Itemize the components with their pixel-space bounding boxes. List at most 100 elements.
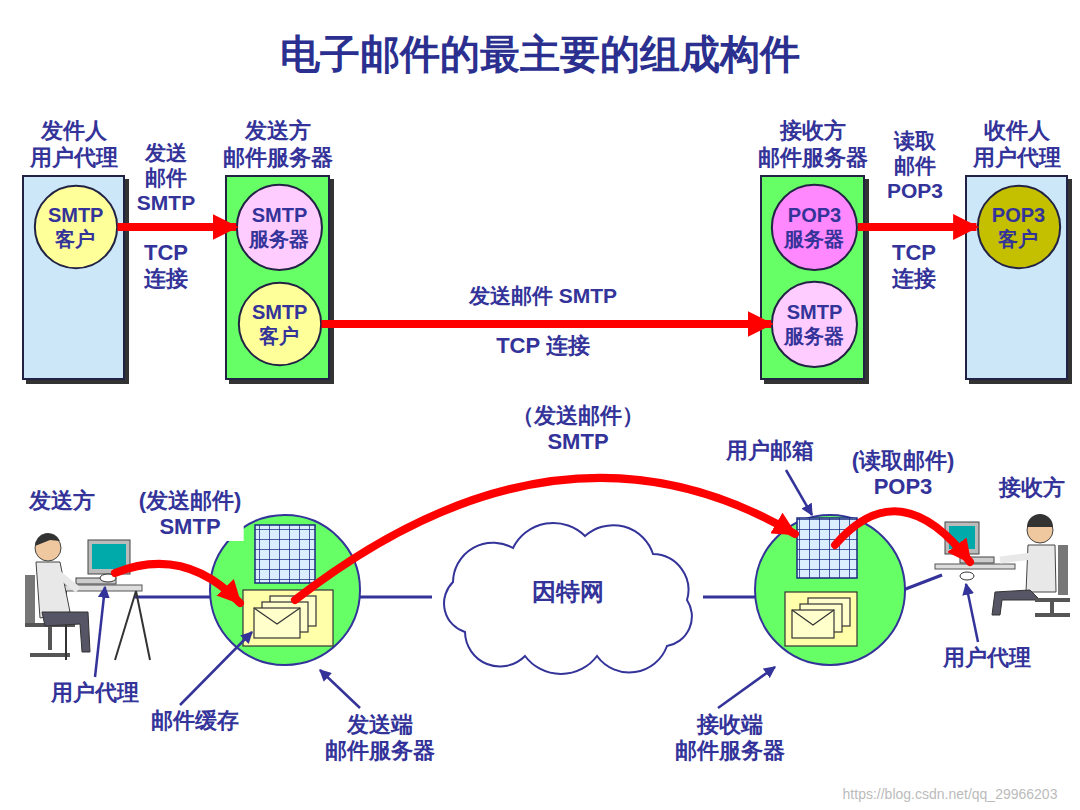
circle-outline <box>236 184 323 271</box>
leader-line <box>966 584 978 642</box>
annotation-label: 接收端 邮件服务器 <box>673 712 787 765</box>
mail-cache <box>254 608 300 638</box>
label-holder: 邮件缓存 <box>149 708 241 734</box>
leader-line <box>95 587 105 677</box>
circle-outline <box>238 282 322 366</box>
box-heading-holder: 发送方 邮件服务器 <box>223 118 333 171</box>
network-line <box>135 596 212 599</box>
label-holder: 用户代理 <box>941 645 1033 671</box>
label-holder: (发送邮件) SMTP <box>137 488 244 541</box>
sender-person <box>56 572 78 590</box>
protocol-circle: POP3 客户 <box>977 185 1061 269</box>
annotation-label: 用户代理 <box>49 680 141 706</box>
receiver-person <box>1058 545 1068 595</box>
label-holder: 接收端 邮件服务器 <box>673 712 787 765</box>
cloud-label: 因特网 <box>532 578 604 607</box>
leader-line <box>95 470 978 708</box>
network-line <box>703 596 757 599</box>
annotation-label: TCP 连接 <box>142 240 190 293</box>
box-heading: 发送方 邮件服务器 <box>223 118 333 171</box>
label-holder: 接收方 <box>997 475 1067 501</box>
sender-person <box>25 575 35 623</box>
sender-person <box>35 533 60 546</box>
server-box: 收件人 用户代理POP3 客户 <box>965 175 1068 380</box>
edge-label: 发送邮件 SMTP <box>467 283 619 308</box>
box-heading: 收件人 用户代理 <box>973 118 1061 171</box>
mail-server <box>755 515 905 665</box>
annotation-label: （发送邮件） SMTP <box>510 403 646 456</box>
mail-cache <box>254 608 300 624</box>
server-box: 发送方 邮件服务器SMTP 服务器SMTP 客户 <box>225 175 330 380</box>
circle-outline <box>771 184 858 271</box>
protocol-circle: SMTP 服务器 <box>236 184 323 271</box>
label-holder: 发送方 <box>27 488 97 514</box>
sender-person <box>36 562 70 618</box>
watermark: https://blog.csdn.net/qq_29966203 <box>841 786 1060 803</box>
circle-outline <box>34 185 118 269</box>
title-holder: 电子邮件的最主要的组成构件 <box>280 30 800 78</box>
mail-transfer-arrow <box>118 223 237 231</box>
label-holder: 用户代理 <box>49 680 141 706</box>
circle-label: POP3 客户 <box>992 203 1045 251</box>
title: 电子邮件的最主要的组成构件 <box>280 30 800 78</box>
network-line <box>903 575 942 590</box>
label-holder: https://blog.csdn.net/qq_29966203 <box>841 786 1060 803</box>
circle-outline <box>34 186 116 268</box>
circle-outline <box>772 184 857 269</box>
leader-line <box>718 667 775 708</box>
receiver-person <box>1027 514 1053 527</box>
label-holder: (读取邮件) POP3 <box>850 448 957 501</box>
box-heading-holder: 收件人 用户代理 <box>973 118 1061 171</box>
sender-person <box>66 591 150 660</box>
circle-outline <box>771 281 858 368</box>
circle-label: POP3 服务器 <box>784 203 844 251</box>
sender-person <box>42 612 90 652</box>
circle-label: SMTP 服务器 <box>249 203 309 251</box>
annotation-label: 用户邮箱 <box>724 438 816 464</box>
mail-flow-arrow <box>835 511 970 562</box>
server-box: 发件人 用户代理SMTP 客户 <box>22 175 125 380</box>
label-holder: 发送端 邮件服务器 <box>323 712 437 765</box>
leader-line <box>320 670 360 708</box>
edge-label: 读取 邮件 POP3 <box>885 128 945 204</box>
cloud-outline <box>444 523 692 674</box>
protocol-circle: SMTP 客户 <box>238 282 322 366</box>
edge-label-holder: 读取 邮件 POP3 <box>885 128 945 204</box>
sender-person <box>25 625 75 655</box>
mail-cache <box>243 590 333 646</box>
circle-label: SMTP 客户 <box>252 300 307 348</box>
mail-transfer-arrow <box>322 320 772 328</box>
receiver-person <box>992 590 1040 615</box>
leader-line <box>786 470 812 515</box>
box-heading: 接收方 邮件服务器 <box>758 118 868 171</box>
circle-outline <box>238 283 320 365</box>
edge-label-holder: 发送邮件 SMTP <box>467 283 619 308</box>
annotation-label: 接收方 <box>997 475 1067 501</box>
mail-cache <box>785 592 857 646</box>
mail-cache <box>792 610 834 638</box>
edge-label: 发送 邮件 SMTP <box>135 140 197 216</box>
mail-transfer-arrow <box>858 223 977 231</box>
circle-label: SMTP 客户 <box>48 203 103 251</box>
receiver-person <box>935 514 1070 615</box>
label-holder: TCP 连接 <box>494 333 592 359</box>
receiver-person <box>1000 556 1032 560</box>
circle-outline <box>237 184 322 269</box>
receiver-person <box>960 572 974 580</box>
protocol-circle: POP3 服务器 <box>771 184 858 271</box>
annotation-label: (发送邮件) SMTP <box>137 488 244 541</box>
server-box: 接收方 邮件服务器POP3 服务器SMTP 服务器 <box>760 175 865 380</box>
protocol-circle: SMTP 服务器 <box>771 281 858 368</box>
label-holder: 用户邮箱 <box>724 438 816 464</box>
annotation-label: 发送端 邮件服务器 <box>323 712 437 765</box>
box-heading-holder: 接收方 邮件服务器 <box>758 118 868 171</box>
mailbox-grid <box>255 525 315 583</box>
box-heading: 发件人 用户代理 <box>30 118 118 171</box>
box-heading-holder: 发件人 用户代理 <box>30 118 118 171</box>
circle-outline <box>977 185 1061 269</box>
annotation-label: (读取邮件) POP3 <box>850 448 957 501</box>
mail-cache <box>792 610 834 625</box>
annotation-label: TCP 连接 <box>890 240 938 293</box>
label-holder: TCP 连接 <box>890 240 938 293</box>
